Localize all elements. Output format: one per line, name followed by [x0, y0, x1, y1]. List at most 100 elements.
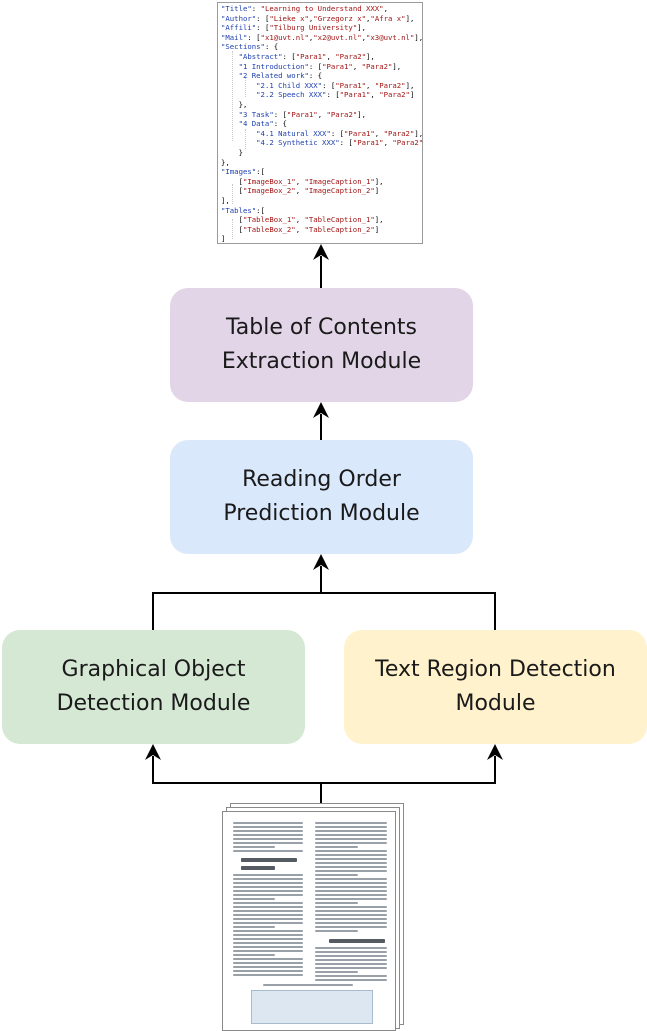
document-text-line: [315, 959, 387, 961]
document-table: [251, 990, 373, 1024]
json-key: "Mail": [221, 32, 248, 42]
text-region-detection-module-label: Text Region Detection Module: [375, 657, 616, 716]
json-punctuation: :[: [256, 167, 265, 177]
toc-extraction-module-label: Table of Contents Extraction Module: [221, 315, 422, 374]
document-text-line: [315, 826, 387, 828]
json-string: "Para1": [322, 61, 353, 71]
document-heading: [241, 866, 275, 870]
json-punctuation: ,: [295, 186, 305, 196]
json-punctuation: : {: [264, 42, 279, 52]
toc-extraction-module: Table of Contents Extraction Module: [170, 288, 473, 402]
document-text-line: [315, 874, 359, 876]
document-text-line: [233, 970, 303, 972]
json-line: "Tables":[: [221, 206, 265, 216]
json-line: ["ImageBox_2", "ImageCaption_2"]: [221, 186, 380, 196]
json-punctuation: : {: [308, 71, 323, 81]
json-punctuation: ],: [392, 61, 402, 71]
document-text-line: [315, 951, 387, 953]
json-punctuation: ]: [374, 224, 380, 234]
document-text-line: [315, 870, 387, 872]
json-key: "3 Task": [238, 109, 274, 119]
json-punctuation: ,: [295, 215, 305, 225]
json-string: "Learning to Understand XXX": [260, 4, 384, 13]
document-text-line: [315, 898, 387, 900]
document-text-line: [233, 838, 303, 840]
json-string: "Afra x": [370, 13, 406, 23]
document-text-line: [233, 830, 303, 832]
json-key: "1 Introduction": [238, 61, 309, 71]
indent-guide: [232, 184, 233, 204]
json-line: "3 Task": ["Para1", "Para2"],: [221, 109, 366, 120]
document-text-line: [315, 838, 387, 840]
json-line: "2.2 Speech XXX": ["Para1", "Para2"]: [221, 91, 414, 100]
document-text-line: [233, 906, 303, 908]
json-line: ]: [221, 235, 225, 243]
json-line: "Mail": ["x1@uvt.nl","x2@uvt.nl","x3@uvt…: [221, 32, 422, 43]
document-text-line: [315, 963, 387, 965]
reading-order-prediction-module-label: Reading Order Prediction Module: [223, 467, 420, 526]
json-key: "Sections": [221, 42, 265, 52]
document-text-line: [315, 858, 387, 860]
json-string: "Para2": [379, 90, 410, 100]
json-line: }: [221, 148, 243, 158]
json-string: "Tilburg University": [269, 23, 358, 33]
document-text-line: [315, 894, 387, 896]
json-string: "Para2": [335, 52, 367, 61]
document-text-line: [315, 878, 387, 880]
json-key: "Affili": [221, 23, 257, 33]
document-text-line: [315, 910, 387, 912]
json-string: "ImageBox_2": [242, 186, 296, 196]
json-punctuation: },: [221, 157, 230, 167]
json-punctuation: ,: [326, 52, 336, 61]
json-key: "2.2 Speech XXX": [256, 90, 327, 100]
document-text-line: [315, 822, 387, 824]
document-text-line: [233, 946, 303, 948]
json-punctuation: ,: [366, 13, 371, 23]
json-key: "Images": [221, 167, 257, 177]
json-punctuation: ],: [405, 13, 415, 23]
json-punctuation: ,: [308, 32, 314, 42]
json-punctuation: : [: [308, 61, 323, 71]
json-punctuation: [: [221, 176, 243, 186]
graphical-object-detection-module: Graphical Object Detection Module: [2, 630, 305, 744]
document-text-line: [233, 902, 303, 904]
document-text-line: [233, 922, 303, 924]
document-text-line: [315, 975, 387, 977]
json-string: "Para1": [339, 90, 371, 100]
json-key: "4.1 Natural XXX": [256, 128, 331, 138]
document-text-line: [233, 894, 303, 896]
json-line: "Author": ["Lieke x","Grzegorz x","Afra …: [221, 13, 415, 24]
json-line: ["TableBox_1", "TableCaption_1"],: [221, 215, 384, 225]
document-heading: [241, 858, 297, 862]
json-key: "Author": [221, 13, 257, 23]
json-string: "TableCaption_2": [304, 224, 375, 234]
json-punctuation: : [: [273, 109, 287, 119]
graphical-object-detection-module-label: Graphical Object Detection Module: [56, 657, 251, 716]
document-text-line: [315, 850, 387, 852]
json-key: "2.1 Child XXX": [256, 80, 323, 90]
document-text-line: [233, 846, 275, 848]
json-punctuation: ,: [374, 128, 384, 138]
json-line: "2 Related work": {: [221, 71, 323, 81]
json-line: "1 Introduction": ["Para1", "Para2"],: [221, 61, 402, 72]
json-string: "x1@uvt.nl": [260, 32, 309, 42]
document-text-line: [315, 842, 387, 844]
document-text-line: [233, 822, 303, 824]
json-punctuation: ]: [409, 90, 415, 100]
split-line: [152, 756, 496, 784]
document-heading: [329, 939, 385, 943]
json-punctuation: ,: [361, 32, 367, 42]
document-text-line: [233, 966, 303, 968]
document-text-line: [233, 842, 303, 844]
document-text-line: [233, 974, 303, 976]
indent-guide: [245, 77, 246, 97]
json-punctuation: ,: [352, 61, 362, 71]
arrowhead: [313, 554, 329, 570]
json-string: "Lieke x": [269, 13, 309, 23]
json-punctuation: ,: [308, 13, 314, 23]
json-punctuation: [: [221, 224, 243, 234]
reading-order-prediction-module: Reading Order Prediction Module: [170, 440, 473, 554]
document-text-line: [315, 846, 359, 848]
json-punctuation: : [: [256, 13, 270, 23]
